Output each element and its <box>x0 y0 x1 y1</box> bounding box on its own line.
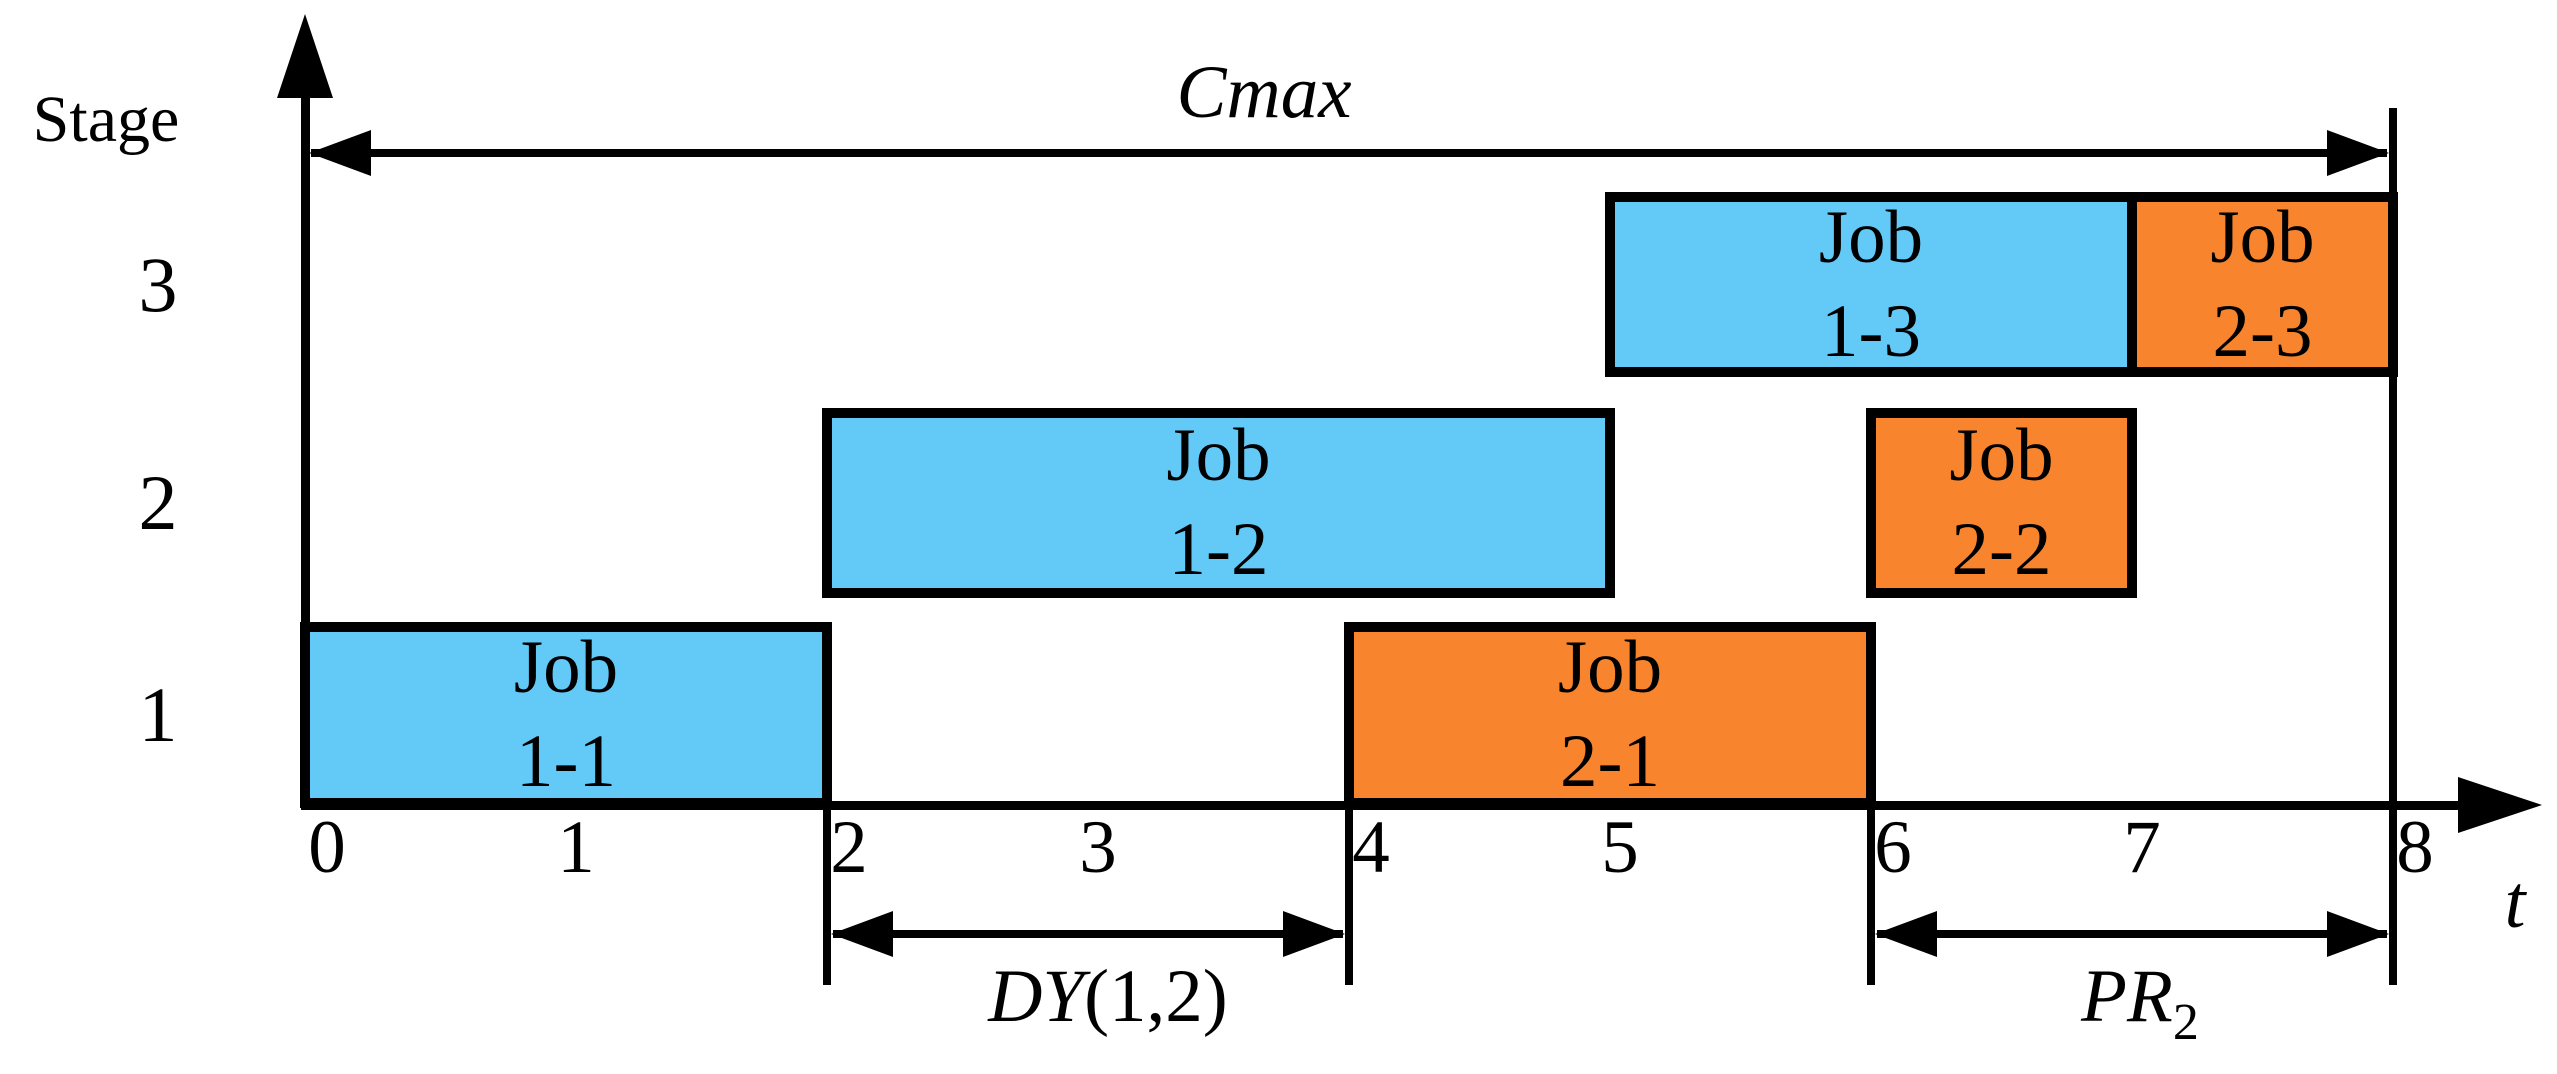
pr-arrow-head-icon <box>2327 911 2389 957</box>
x-axis-title: t <box>2504 861 2526 944</box>
x-axis-arrowhead-icon <box>2458 777 2542 833</box>
x-tick-label-3: 3 <box>1079 806 1117 889</box>
stage-label-2: 2 <box>138 459 178 546</box>
cmax-arrow-head-icon <box>309 130 371 176</box>
y-axis-title: Stage <box>32 83 180 156</box>
cmax-arrow-shaft <box>311 149 2387 157</box>
x-tick-label-0: 0 <box>308 806 346 889</box>
pr-arrow-head-icon <box>1875 911 1937 957</box>
dy-arrow <box>831 911 1345 957</box>
stage-label-3: 3 <box>138 240 178 328</box>
guide-line-t2 <box>823 805 831 985</box>
pr-label: PR2 <box>2081 955 2199 1051</box>
cmax-arrow <box>309 130 2389 176</box>
guide-line-t4 <box>1345 805 1353 985</box>
dy-arrow-head-icon <box>1283 911 1345 957</box>
x-tick-label-6: 6 <box>1874 806 1912 889</box>
x-tick-label-4: 4 <box>1352 806 1390 889</box>
y-axis-line <box>301 92 310 806</box>
pr-arrow-shaft <box>1877 930 2387 938</box>
guide-line-t8 <box>2389 108 2397 985</box>
x-tick-label-1: 1 <box>557 806 595 889</box>
y-axis-arrowhead-icon <box>277 14 333 98</box>
guide-line-t6 <box>1867 805 1875 985</box>
cmax-label: Cmax <box>1176 51 1352 134</box>
x-tick-label-5: 5 <box>1601 806 1639 889</box>
x-tick-label-8: 8 <box>2396 806 2434 889</box>
dy-arrow-shaft <box>833 930 1343 938</box>
cmax-arrow-head-icon <box>2327 130 2389 176</box>
pr-arrow <box>1875 911 2389 957</box>
stage-label-1: 1 <box>138 671 178 758</box>
dy-label: DY(1,2) <box>988 955 1228 1038</box>
x-tick-label-2: 2 <box>830 806 868 889</box>
x-tick-label-7: 7 <box>2123 806 2161 889</box>
dy-arrow-head-icon <box>831 911 893 957</box>
